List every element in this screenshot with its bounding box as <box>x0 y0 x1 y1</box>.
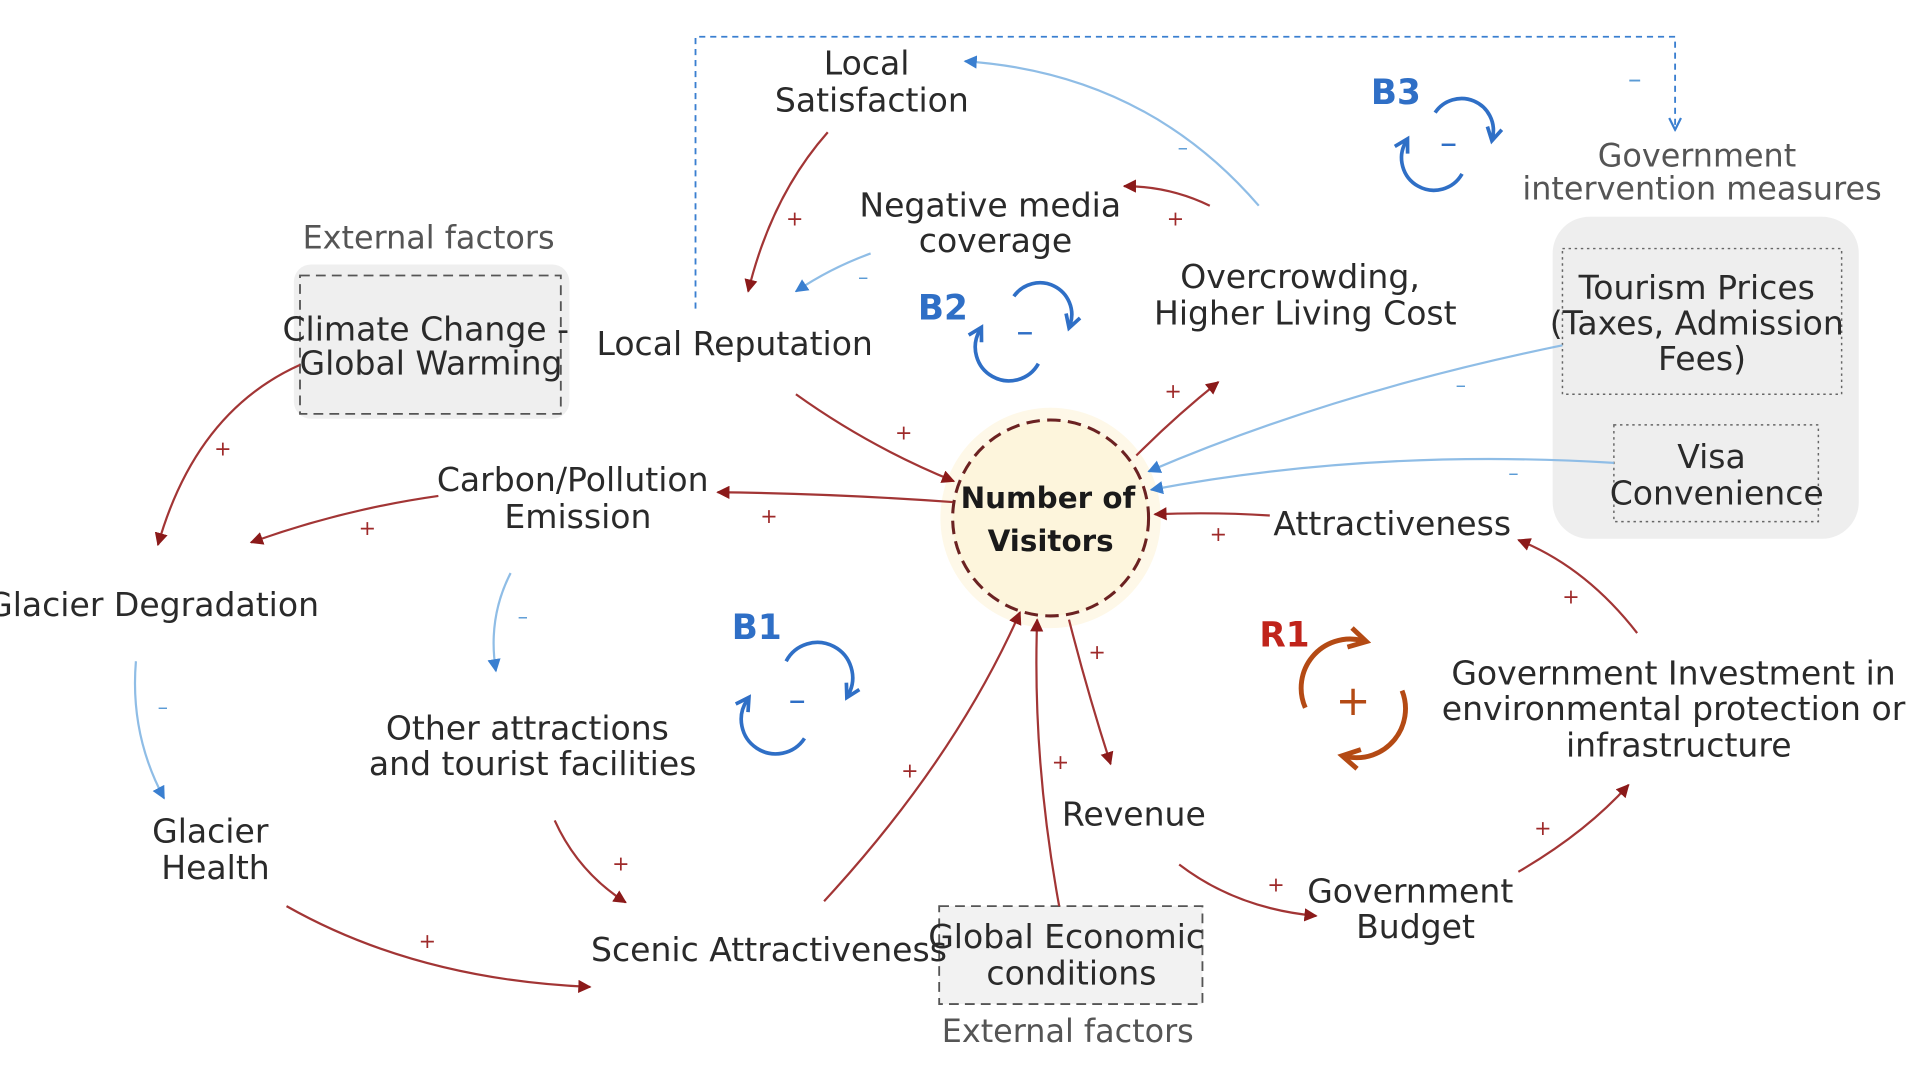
other-attractions-node: Other attractions and tourist facilities <box>369 709 697 784</box>
glacier-health-node: Glacier Health <box>152 811 279 887</box>
link-revenue-budget <box>1178 863 1318 922</box>
sign-economic-visitors: + <box>1052 750 1069 774</box>
loop-b3-upper-arc <box>1433 96 1504 145</box>
sign-carbon-other: – <box>518 604 528 628</box>
local-satisfaction-node: Local Satisfaction <box>775 44 969 120</box>
loop-b1-label: B1 <box>732 608 782 648</box>
sign-climate-glacier: + <box>214 437 231 461</box>
global-economic-box <box>938 905 1204 1005</box>
center-node <box>951 418 1151 618</box>
revenue-node: Revenue <box>1062 794 1206 833</box>
link-health-scenic <box>285 905 592 994</box>
sign-revenue-budget: + <box>1267 872 1284 896</box>
loop-b2: B2 – <box>918 280 1082 383</box>
sign-reputation-visitors: + <box>895 421 912 445</box>
sign-visitors-overcrowding: + <box>1164 379 1181 403</box>
government-investment-node: Government Investment in environmental p… <box>1442 653 1916 764</box>
sign-overcrowding-media: + <box>1167 206 1184 230</box>
external-factors-label-bottom: External factors <box>942 1012 1194 1050</box>
sign-overcrowding-satisfaction: – <box>1178 135 1188 159</box>
gov-dashed-feedback-link <box>694 35 1676 309</box>
sign-attractiveness-visitors: + <box>1210 522 1227 546</box>
climate-change-node: Climate Change - Global Warming <box>282 309 579 382</box>
sign-carbon-glacier: + <box>359 516 376 540</box>
link-overcrowding-media <box>1122 179 1211 207</box>
sign-visitors-carbon: + <box>760 504 777 528</box>
center-line1: Number of <box>961 481 1137 515</box>
visa-box <box>1613 424 1820 523</box>
link-satisfaction-reputation <box>744 131 829 293</box>
link-visa-visitors <box>1149 457 1614 495</box>
sign-satisfaction-reputation: + <box>786 206 803 230</box>
climate-dashed-box <box>299 274 562 415</box>
negative-media-node: Negative media coverage <box>859 186 1131 261</box>
link-economic-visitors <box>1030 618 1061 907</box>
link-overcrowding-satisfaction <box>963 55 1260 207</box>
loop-b3-label: B3 <box>1371 73 1421 113</box>
loop-r1-left-arc <box>1298 626 1372 709</box>
loop-b1: B1 – <box>732 608 861 756</box>
sign-investment-attractiveness: + <box>1562 585 1579 609</box>
sign-prices-visitors: – <box>1456 373 1466 397</box>
loop-b3-lower-arc <box>1393 135 1464 193</box>
gov-intervention-label: Government intervention measures <box>1522 137 1881 208</box>
loop-b2-label: B2 <box>918 289 968 329</box>
loop-r1: R1 + <box>1259 616 1408 771</box>
loop-r1-right-arc <box>1337 689 1408 771</box>
loop-b2-lower-arc <box>967 324 1040 383</box>
link-climate-glacier <box>154 363 301 547</box>
loop-b3-sign: – <box>1440 123 1457 163</box>
local-reputation-node: Local Reputation <box>596 324 872 363</box>
sign-media-reputation: – <box>858 265 868 289</box>
loop-b1-upper-arc <box>784 640 861 701</box>
link-prices-visitors <box>1147 344 1563 473</box>
link-attractiveness-visitors <box>1153 507 1270 521</box>
sign-glacier-degradation-health: – <box>158 695 168 719</box>
sign-gov-dashed: – <box>1628 64 1641 95</box>
climate-external-box <box>293 264 570 419</box>
link-scenic-visitors <box>823 611 1022 902</box>
loop-b2-sign: – <box>1016 312 1033 352</box>
center-node-label: Number of Visitors <box>961 481 1146 558</box>
link-carbon-glacier <box>249 494 439 545</box>
external-factors-label-top: External factors <box>303 219 555 257</box>
scenic-attractiveness-node: Scenic Attractiveness <box>591 930 947 969</box>
loop-r1-sign: + <box>1336 676 1371 725</box>
sign-scenic-visitors: + <box>901 759 918 783</box>
sign-health-scenic: + <box>419 929 436 953</box>
link-reputation-visitors <box>795 393 956 483</box>
loop-b1-sign: – <box>789 680 806 720</box>
link-visitors-revenue <box>1067 619 1114 766</box>
government-budget-node: Government Budget <box>1307 871 1524 946</box>
sign-visitors-revenue: + <box>1088 640 1105 664</box>
sign-other-scenic: + <box>612 852 629 876</box>
loop-b3: B3 – <box>1371 73 1504 193</box>
loop-r1-label: R1 <box>1259 616 1309 656</box>
attractiveness-node: Attractiveness <box>1273 504 1511 543</box>
carbon-emission-node: Carbon/Pollution Emission <box>437 460 719 536</box>
tourism-prices-box <box>1561 247 1843 396</box>
link-visitors-carbon <box>716 485 953 504</box>
loop-b2-upper-arc <box>1012 280 1082 332</box>
tourism-prices-node: Tourism Prices (Taxes, Admission Fees) <box>1550 268 1855 378</box>
link-investment-attractiveness <box>1517 538 1639 634</box>
link-budget-investment <box>1517 783 1630 873</box>
visa-convenience-node: Visa Convenience <box>1610 437 1824 513</box>
sign-visa-visitors: – <box>1508 461 1518 485</box>
overcrowding-node: Overcrowding, Higher Living Cost <box>1154 257 1457 333</box>
gov-intervention-panel <box>1552 216 1859 539</box>
sign-budget-investment: + <box>1534 816 1551 840</box>
link-media-reputation <box>794 252 871 293</box>
link-glacier-degradation-health <box>133 661 166 800</box>
link-other-scenic <box>553 819 627 904</box>
global-economic-node: Global Economic conditions <box>928 917 1214 993</box>
link-visitors-overcrowding <box>1135 381 1220 457</box>
link-carbon-other <box>487 572 512 673</box>
loop-b1-lower-arc <box>734 694 807 756</box>
glacier-degradation-node: Glacier Degradation <box>0 585 319 624</box>
center-line2: Visitors <box>988 524 1114 558</box>
